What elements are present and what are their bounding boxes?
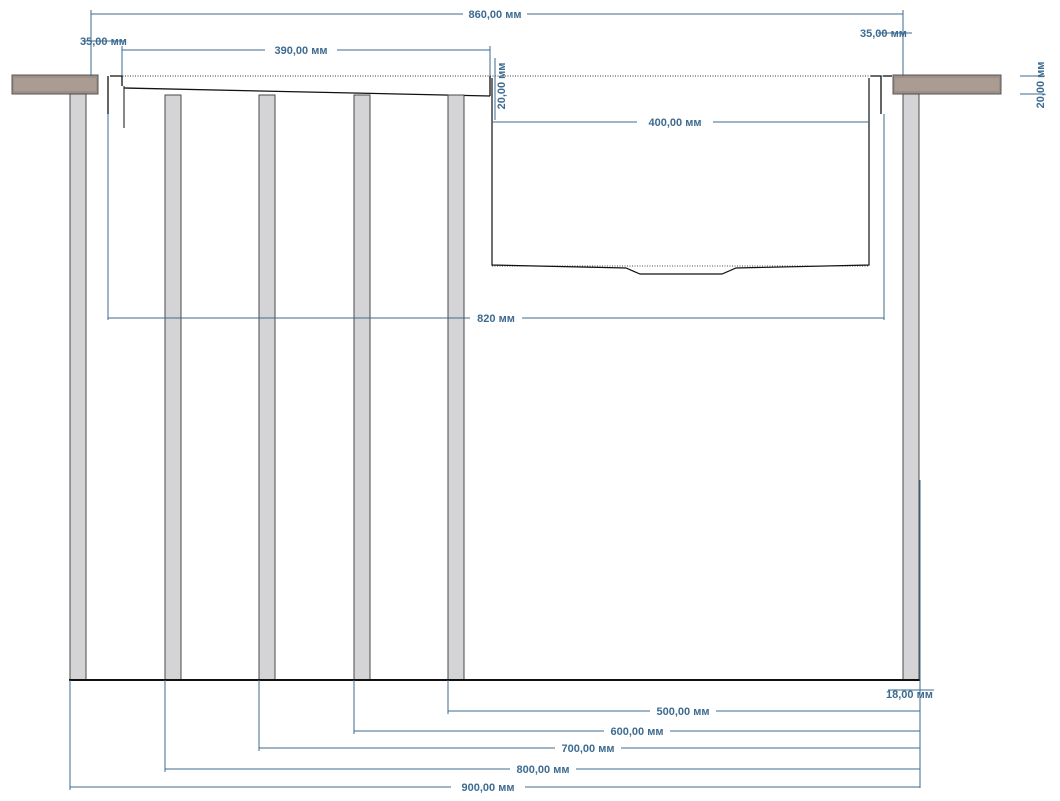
divider-panel-500 — [447, 94, 465, 681]
dim-400-text: 400,00 мм — [649, 117, 702, 129]
dim-600-text: 600,00 мм — [611, 726, 664, 738]
dim-18-text: 18,00 мм — [886, 689, 933, 701]
label-backgrounds — [265, 7, 716, 794]
dim-820-text: 820 мм — [477, 313, 515, 325]
side-panel-right — [902, 93, 920, 681]
dim-800-text: 800,00 мм — [517, 764, 570, 776]
side-panel-left — [69, 93, 87, 681]
dim-20-right-text: 20,00 мм — [1035, 62, 1047, 109]
dim-35-left-text: 35,00 мм — [80, 36, 127, 48]
divider-panel-700 — [258, 94, 276, 681]
sink-left-rim — [107, 75, 491, 128]
divider-panel-800 — [164, 94, 182, 681]
dim-860-text: 860,00 мм — [469, 9, 522, 21]
sink-bowl — [491, 78, 870, 275]
dim-900-text: 900,00 мм — [462, 782, 515, 794]
dim-35-right-text: 35,00 мм — [860, 28, 907, 40]
dim-390-text: 390,00 мм — [275, 45, 328, 57]
dim-20-left-text: 20,00 мм — [496, 63, 508, 110]
countertop-right — [892, 74, 1002, 95]
dimension-lines — [69, 10, 1045, 790]
divider-panel-600 — [353, 94, 371, 681]
dim-500-text: 500,00 мм — [657, 706, 710, 718]
sink-right-rim — [868, 75, 892, 114]
countertop-left — [11, 74, 99, 95]
dim-700-text: 700,00 мм — [562, 743, 615, 755]
